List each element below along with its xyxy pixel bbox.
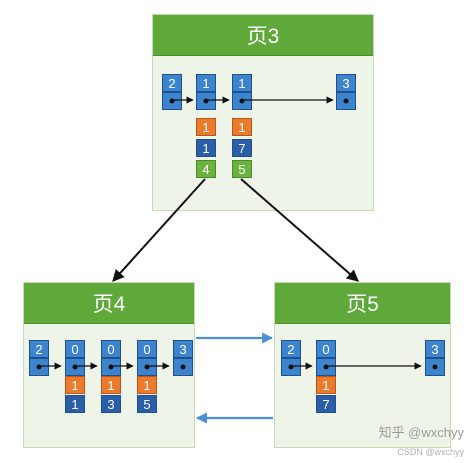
- record-field-b: 7: [316, 395, 336, 413]
- record-field-b: 3: [101, 395, 121, 413]
- key-cell: 0: [137, 340, 157, 358]
- record-field-a: 1: [232, 118, 252, 136]
- watermark: 知乎 @wxchyy: [378, 425, 464, 440]
- pointer-cell: [232, 92, 252, 110]
- page-5-title: 页5: [275, 283, 450, 324]
- record-field-a: 1: [65, 376, 85, 394]
- pointer-cell: [316, 358, 336, 376]
- child-arrow-page-5: [240, 178, 359, 282]
- record-field-b: 1: [196, 139, 216, 157]
- pointer-cell: [196, 92, 216, 110]
- record-field-b: 1: [65, 395, 85, 413]
- page-5: 页5 2 0 3 1 7: [274, 282, 451, 448]
- record-field-a: 1: [137, 376, 157, 394]
- record-field-b: 5: [137, 395, 157, 413]
- record-field-a: 1: [196, 118, 216, 136]
- page-4-title: 页4: [24, 283, 194, 324]
- record-field-a: 1: [316, 376, 336, 394]
- child-arrow-page-4: [112, 178, 206, 282]
- page-3: 页3 2 1 1 3 1 1 4 1 7 5: [152, 14, 374, 211]
- watermark-secondary: CSDN @wxchyy: [397, 447, 464, 457]
- pointer-cell: [65, 358, 85, 376]
- pointer-cell: [425, 358, 445, 376]
- page-3-title: 页3: [153, 15, 373, 56]
- pointer-cell: [162, 92, 182, 110]
- pointer-cell: [101, 358, 121, 376]
- record-field-a: 1: [101, 376, 121, 394]
- pointer-cell: [281, 358, 301, 376]
- pointer-cell: [173, 358, 193, 376]
- record-child-page: 5: [232, 160, 252, 178]
- record-child-page: 4: [196, 160, 216, 178]
- pointer-cell: [336, 92, 356, 110]
- pointer-cell: [137, 358, 157, 376]
- pointer-cell: [29, 358, 49, 376]
- key-cell: 0: [65, 340, 85, 358]
- page-4: 页4 2 0 0 0 3 1 1 1 3 1 5: [23, 282, 195, 448]
- record-field-b: 7: [232, 139, 252, 157]
